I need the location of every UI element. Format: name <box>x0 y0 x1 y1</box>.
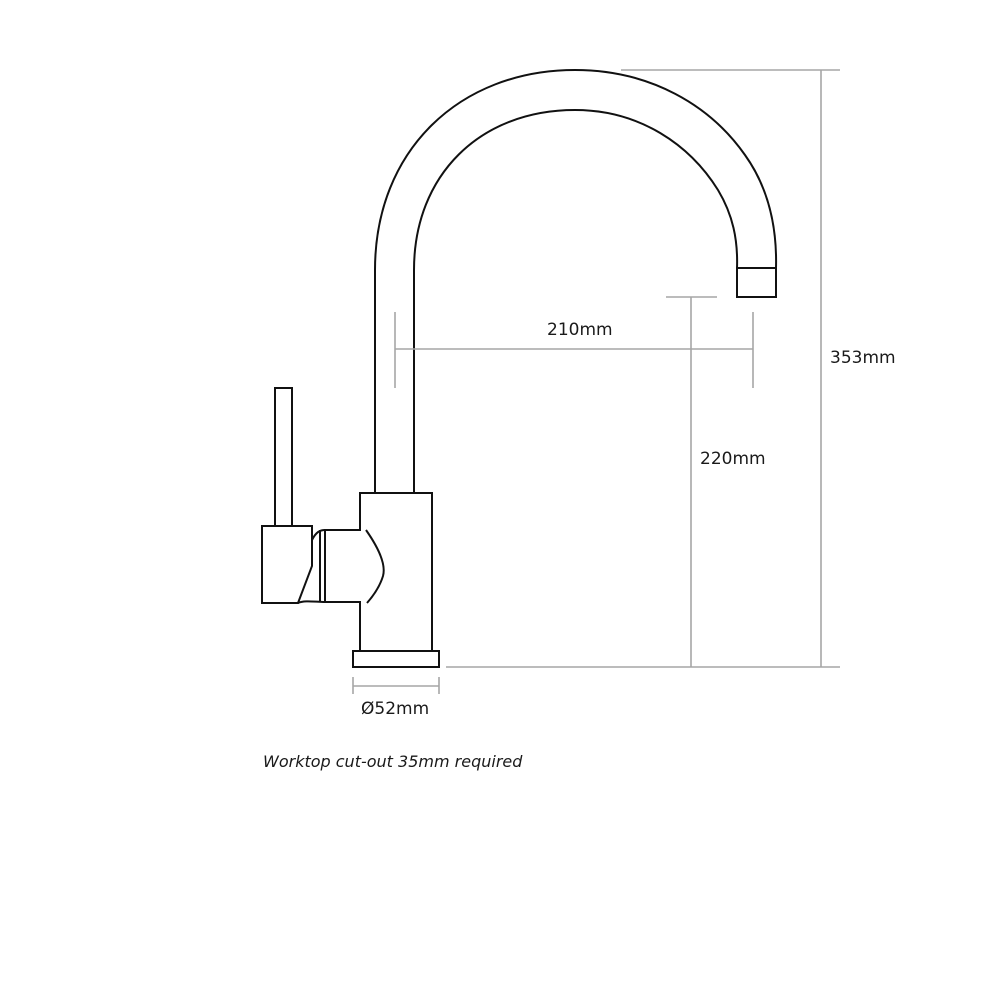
base-diameter-label: Ø52mm <box>361 699 429 719</box>
worktop-note: Worktop cut-out 35mm required <box>263 752 523 771</box>
lever-handle <box>274 387 293 527</box>
lever-collar <box>311 529 360 541</box>
spout-outlet <box>736 267 777 298</box>
spout-outer-curve <box>374 68 778 493</box>
tap-base <box>352 650 440 668</box>
tap-body <box>324 492 433 651</box>
spout-height-label: 220mm <box>700 449 766 469</box>
reach-label: 210mm <box>547 320 613 340</box>
dimension-lines <box>352 69 840 694</box>
overall-height-label: 353mm <box>830 348 896 368</box>
lever-hub <box>261 525 313 604</box>
dimension-labels: 210mm 220mm 353mm Ø52mm <box>361 320 896 719</box>
spout-inner-curve <box>413 108 739 493</box>
body-curve-detail <box>365 529 385 604</box>
lever-collar-bottom <box>297 600 360 604</box>
tap-outline <box>261 68 778 668</box>
